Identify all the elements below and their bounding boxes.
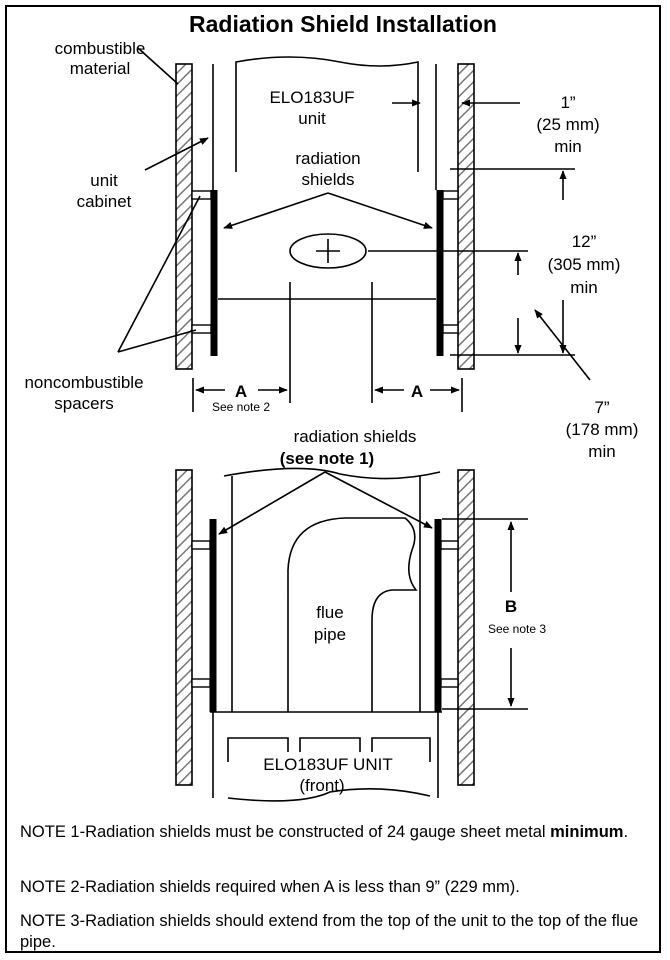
shield-arrow: [324, 471, 433, 529]
spacer: [191, 190, 212, 200]
dim-7in-label: min: [588, 442, 615, 461]
leader-line: [137, 47, 179, 85]
shield-arrow: [218, 471, 326, 535]
dim-12in-label: 12”: [572, 232, 597, 251]
diagram-title: Radiation Shield Installation: [189, 11, 497, 37]
front-label: (front): [299, 776, 344, 795]
unit-label: unit: [298, 109, 326, 128]
flue-opening: [289, 233, 367, 269]
spacer-leader: [117, 195, 201, 353]
cabinet-arrow: [144, 137, 209, 171]
spacers-label: spacers: [54, 394, 114, 413]
unit-break-line: [227, 788, 431, 802]
dim-12in-label: (305 mm): [548, 255, 621, 274]
note-1-text: NOTE 1-Radiation shields must be constru…: [20, 823, 551, 841]
note-1: NOTE 1-Radiation shields must be constru…: [20, 822, 628, 843]
spacers-label: noncombustible: [24, 373, 143, 392]
dim-1in-label: min: [554, 137, 581, 156]
spacer: [442, 190, 459, 200]
note-1-bold: minimum: [550, 823, 624, 841]
unit-label: ELO183UF UNIT: [263, 755, 392, 774]
dim-7in-label: (178 mm): [566, 420, 639, 439]
unit-outline: [235, 56, 419, 172]
shield-arrow: [327, 192, 433, 229]
combustible-wall-right: [457, 469, 475, 786]
combustible-wall-left: [175, 63, 193, 370]
spacer: [191, 540, 211, 550]
diagram-frame: [5, 5, 661, 953]
unit-cabinet-label: cabinet: [77, 192, 132, 211]
dim-7in-label: 7”: [594, 398, 609, 417]
spacer-leader: [117, 329, 197, 353]
radiation-shields-label: radiation shields: [294, 427, 417, 446]
see-note-2-label: See note 2: [212, 400, 270, 414]
combustible-wall-right: [457, 63, 475, 370]
spacer: [191, 324, 212, 334]
dim-1in-label: (25 mm): [536, 115, 599, 134]
radiation-shields-label: radiation: [295, 149, 360, 168]
dim-12in-label: min: [570, 278, 597, 297]
combustible-material-label: material: [70, 59, 130, 78]
note-1-end: .: [623, 823, 629, 841]
spacer: [442, 324, 459, 334]
dim-a-label: A: [411, 382, 423, 401]
unit-label: ELO183UF: [269, 88, 354, 107]
front-view: radiation shields (see note 1) flue pipe…: [175, 427, 546, 802]
unit-front-panels: [227, 737, 431, 762]
spacer: [191, 678, 211, 688]
note-3: NOTE 3-Radiation shields should extend f…: [20, 912, 639, 951]
dim-a-label: A: [235, 382, 247, 401]
cabinet-break-line: [223, 467, 441, 480]
flue-pipe-outline: [287, 517, 418, 712]
radiation-shields-label: shields: [302, 170, 355, 189]
shield-arrow: [223, 192, 329, 229]
see-note-3-label: See note 3: [488, 622, 546, 636]
combustible-material-label: combustible: [55, 39, 146, 58]
unit-cabinet-label: unit: [90, 171, 118, 190]
dim-7in-leader: [534, 309, 591, 381]
combustible-wall-left: [175, 469, 193, 786]
dim-b-label: B: [505, 597, 517, 616]
spacer: [440, 678, 459, 688]
spacer: [440, 540, 459, 550]
dim-1in-label: 1”: [560, 93, 575, 112]
see-note-1-label: (see note 1): [280, 449, 374, 468]
note-2: NOTE 2-Radiation shields required when A…: [20, 878, 520, 896]
flue-pipe-label: flue: [316, 603, 343, 622]
flue-pipe-label: pipe: [314, 625, 346, 644]
top-view: combustible material ELO183UF unit radia…: [24, 39, 638, 461]
